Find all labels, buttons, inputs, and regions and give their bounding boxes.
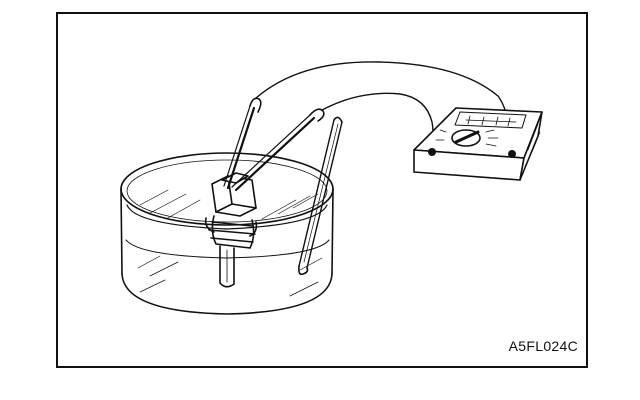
water-container-icon: [120, 152, 334, 315]
multimeter-icon: [413, 107, 543, 181]
figure-code-label: A5FL024C: [508, 338, 578, 354]
temperature-sensor-icon: [204, 172, 258, 288]
thermometer-icon: [298, 116, 343, 276]
